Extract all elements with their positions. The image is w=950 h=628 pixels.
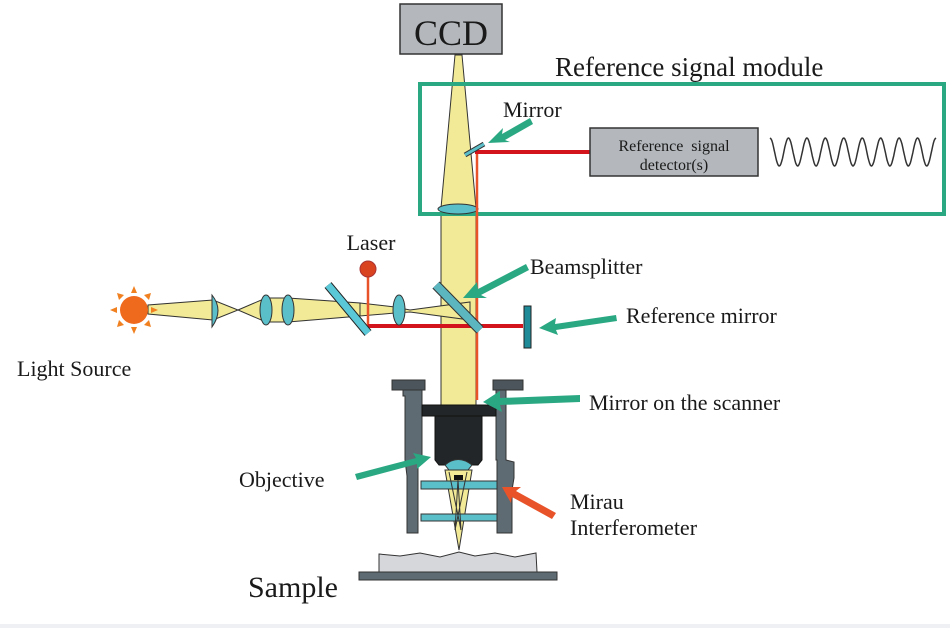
beamsplitter	[432, 281, 484, 334]
light-source-label: Light Source	[17, 356, 131, 381]
mirau-reference-plate	[420, 480, 498, 490]
objective-front-lens	[444, 459, 473, 471]
mirror-scanner-arrow-icon	[483, 391, 580, 412]
bottom-border	[0, 624, 950, 628]
laser-label: Laser	[347, 230, 397, 255]
mirror-label: Mirror	[503, 97, 562, 122]
tube-lens	[437, 203, 479, 215]
field-lens	[392, 294, 406, 326]
mirau-label-line1: Mirau	[570, 489, 624, 514]
mirau-reference-spot	[454, 475, 463, 480]
source-beam-1	[147, 299, 240, 321]
reference-signal-module-box	[418, 82, 946, 216]
condenser-lens	[211, 293, 219, 329]
mirau-internal-rays	[448, 471, 468, 531]
mirau-label-line2: Interferometer	[570, 515, 698, 540]
mirau-arrow-icon	[502, 487, 556, 519]
beamsplitter-label: Beamsplitter	[530, 254, 643, 279]
reference-signal-waveform	[769, 137, 937, 167]
mirau-light-cone	[444, 469, 473, 551]
mirror-arrow-icon	[488, 118, 533, 143]
ccd-camera: CCD	[399, 3, 503, 55]
relay-lens-1	[259, 294, 273, 326]
detector-label-line2: detector(s)	[640, 157, 708, 174]
laser-beam-path	[366, 150, 590, 400]
sample	[378, 551, 538, 573]
objective-arrow-icon	[355, 453, 431, 480]
reference-mirror	[523, 305, 532, 349]
sample-stage	[358, 571, 558, 581]
reference-module-label: Reference signal module	[555, 52, 823, 82]
laser-source	[359, 260, 377, 278]
ccd-label: CCD	[414, 13, 488, 53]
sun-icon	[110, 286, 158, 334]
detector-label-line1: Reference signal	[618, 138, 730, 155]
reference-mirror-label: Reference mirror	[626, 303, 778, 328]
mirror-scanner-label: Mirror on the scanner	[589, 390, 781, 415]
objective-label: Objective	[239, 467, 325, 492]
dichroic-mirror	[324, 282, 372, 336]
reference-mirror-arrow-icon	[539, 315, 617, 335]
beamsplitter-arrow-icon	[463, 264, 529, 298]
relay-lens-2	[281, 294, 295, 326]
vertical-light-beam-upper	[440, 54, 477, 209]
objective-lens-body	[434, 415, 483, 466]
sample-label: Sample	[248, 571, 338, 604]
reference-signal-detector: Reference signal detector(s)	[589, 127, 759, 177]
